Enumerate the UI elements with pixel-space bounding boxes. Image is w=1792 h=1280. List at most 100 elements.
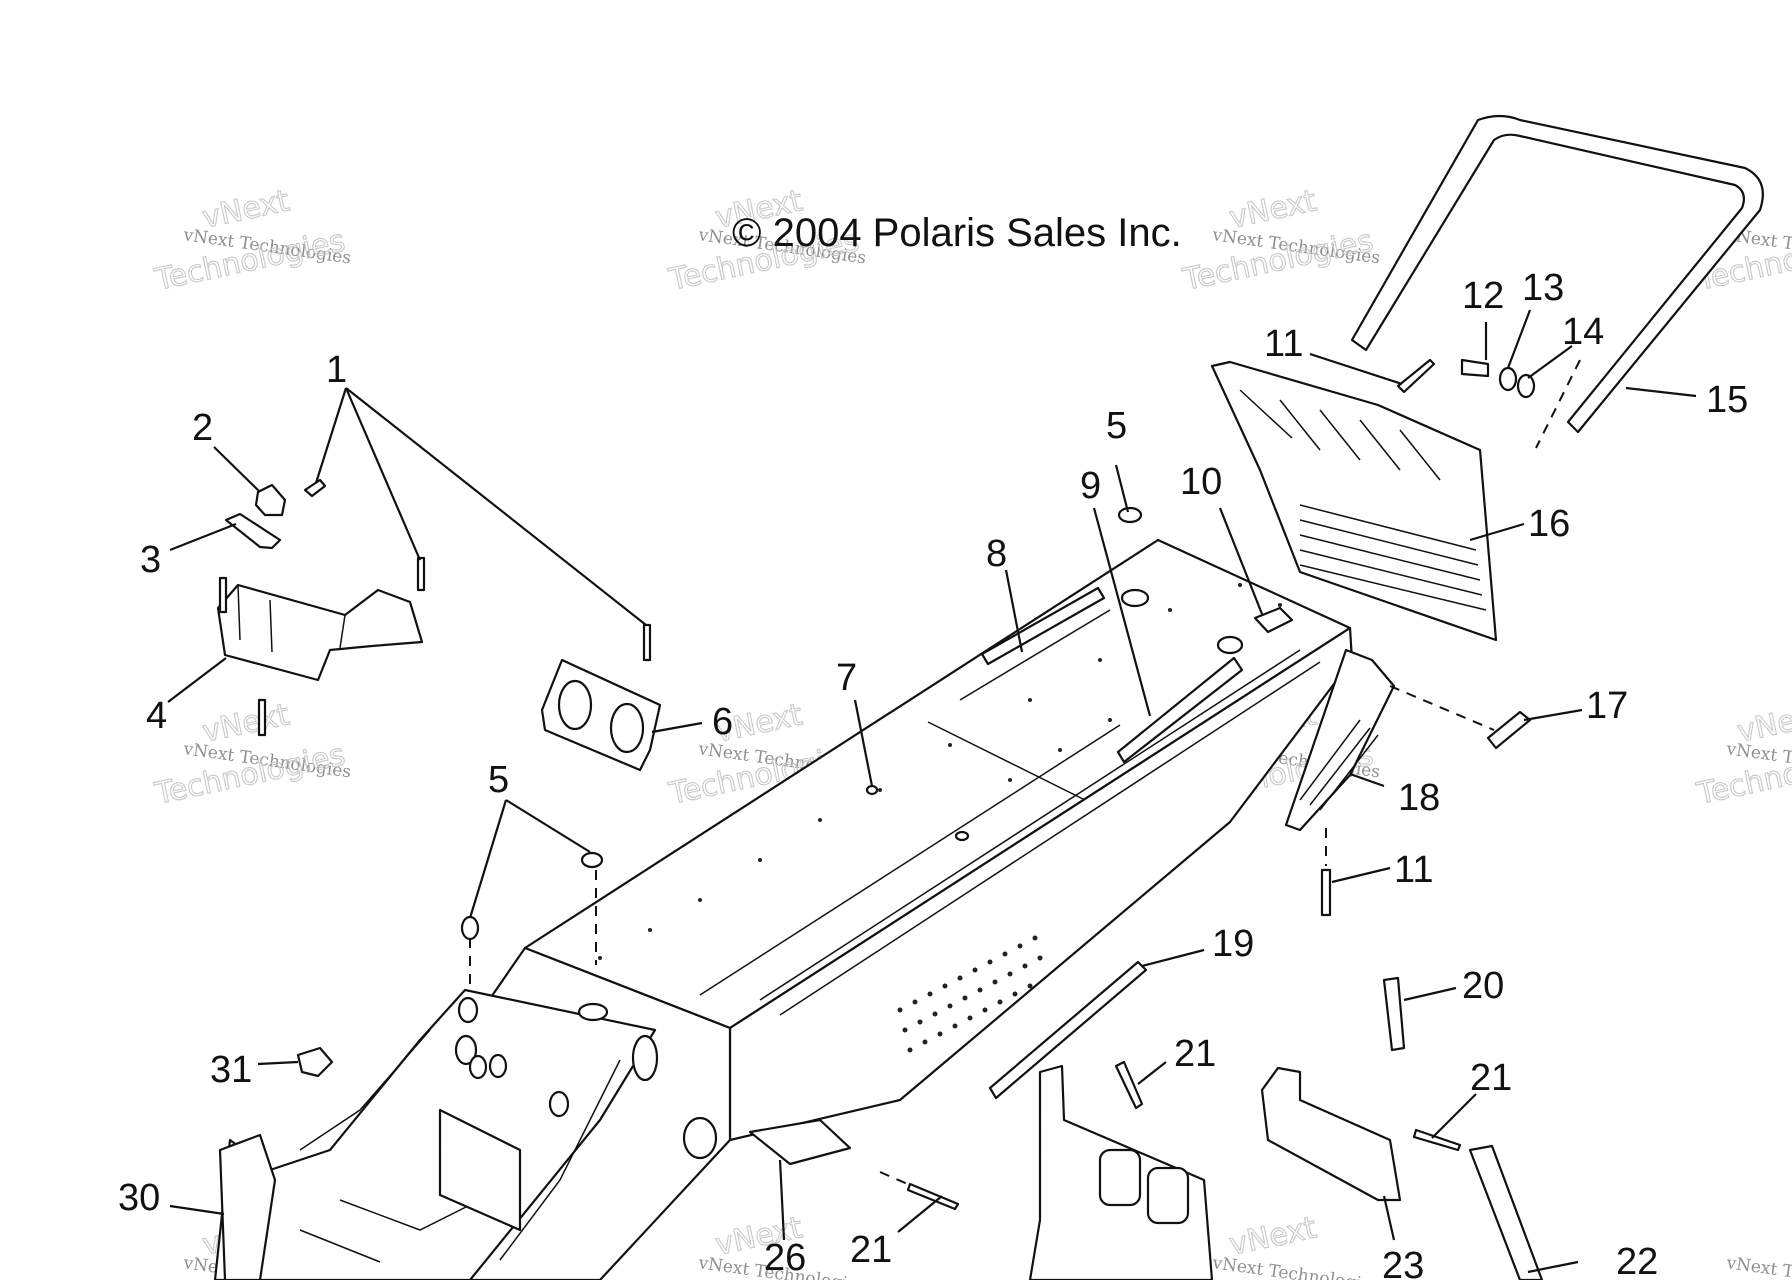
callout-12: 12 [1462, 275, 1504, 317]
part-8-strip [980, 586, 1106, 666]
callout-7: 7 [836, 657, 857, 699]
leader-line-23 [1382, 1195, 1396, 1241]
callout-5: 5 [488, 759, 509, 801]
front-box [438, 1108, 522, 1232]
callout-17: 17 [1586, 685, 1628, 727]
watermark: vNext vNext Technologies Technologies [151, 183, 352, 299]
part-4-mount-bracket [216, 583, 424, 682]
part-17-reflector [1486, 710, 1532, 750]
callout-2: 2 [192, 407, 213, 449]
bulkhead-hole [454, 1034, 478, 1066]
leader-line-14 [1527, 345, 1573, 379]
part-16-rear-flap [1210, 360, 1498, 642]
callout-11: 11 [1264, 323, 1303, 365]
part-4-bolt [218, 576, 228, 614]
part-16-rear-flap-grille [1239, 389, 1487, 611]
watermark-text: vNext [199, 183, 292, 236]
part-10-knob [1253, 606, 1294, 634]
part-1-screw [416, 556, 426, 592]
part-2-clip [254, 483, 287, 517]
lower-plate-cutout [1146, 1166, 1190, 1225]
callout-3: 3 [140, 539, 161, 581]
deck-hole [954, 830, 970, 842]
watermark-text: vNext Technologies [1724, 1253, 1792, 1280]
bulkhead-hole [488, 1053, 508, 1079]
bulkhead-hole [631, 1034, 659, 1082]
callout-6: 6 [712, 701, 733, 743]
callout-15: 15 [1706, 379, 1748, 421]
watermark: vNext vNext Technologies Technologies [1179, 183, 1381, 299]
part-23-bracket [1260, 1066, 1402, 1202]
part-12-bolt [1460, 358, 1490, 378]
callout-14: 14 [1562, 311, 1604, 353]
callout-5: 5 [1106, 405, 1127, 447]
callout-23: 23 [1382, 1245, 1424, 1280]
bulkhead-hole [468, 1054, 488, 1080]
callout-11: 11 [1394, 849, 1433, 891]
part-21-rivet [1114, 1060, 1144, 1110]
part-31-clamp [296, 1046, 334, 1078]
part-26-bracket [748, 1118, 852, 1166]
part-6-grommet [557, 679, 593, 731]
leader-line-21 [1137, 1061, 1167, 1085]
leader-line-31 [257, 1060, 299, 1066]
watermark: vNext vNext Technologies Technologies [151, 697, 352, 813]
part-19-wear-strip [988, 960, 1148, 1100]
part-4-bolt [257, 698, 267, 737]
deck-hole [577, 1002, 609, 1022]
callout-21: 21 [1174, 1033, 1216, 1075]
leader-line-4 [167, 657, 227, 703]
leader-line-2 [213, 446, 261, 493]
callout-9: 9 [1080, 465, 1101, 507]
leader-line-5 [468, 799, 508, 919]
watermark: vNext Technologies [1724, 1253, 1792, 1280]
watermark-text: vNext Technologies [1210, 1253, 1381, 1280]
deck-seam [699, 609, 1121, 996]
part-3-bracket [224, 512, 282, 550]
leader-line-17 [1523, 708, 1583, 722]
callout-21: 21 [850, 1229, 892, 1271]
leader-line-8 [1004, 569, 1024, 653]
leader-line-13 [1506, 309, 1532, 369]
leader-lines [167, 309, 1697, 1274]
part-6-grommet [609, 702, 645, 754]
part-7-plug [865, 784, 879, 796]
leader-line-26 [778, 1159, 786, 1241]
part-18-side-panel-detail [1299, 719, 1379, 811]
part-11-bolt [1320, 868, 1332, 917]
deck-hole [1216, 635, 1244, 655]
chassis-tunnel [213, 538, 1354, 1280]
watermark: vNext vNext Technologies Technologies [665, 183, 867, 299]
callout-31: 31 [210, 1049, 252, 1091]
leader-line-5 [1114, 464, 1130, 513]
part-22-rail [1468, 1144, 1544, 1280]
part-20-strap [1382, 976, 1406, 1052]
leader-line-1 [345, 387, 647, 626]
assembly-dash-line [879, 1171, 913, 1187]
callouts: 1 2 3 4 5 5 6 7 8 9 10 11 12 13 14 15 16… [118, 267, 1748, 1280]
callout-16: 16 [1528, 503, 1570, 545]
callout-18: 18 [1398, 777, 1440, 819]
front-frame-inner [299, 1029, 621, 1263]
bulkhead-hole [457, 996, 479, 1024]
part-9-strip [1116, 656, 1244, 764]
part-1-screw [642, 623, 652, 662]
leader-line-15 [1625, 386, 1697, 398]
front-bumper-frame [218, 1133, 277, 1280]
callout-26: 26 [764, 1237, 806, 1279]
leader-line-20 [1403, 986, 1457, 1002]
deck-hole [1120, 588, 1150, 608]
leader-line-16 [1469, 522, 1525, 542]
callout-4: 4 [146, 695, 167, 737]
lower-plate-cutout [1098, 1148, 1142, 1207]
watermark-text: vNext [199, 697, 292, 750]
part-14-washer [1516, 373, 1536, 399]
assembly-dash-line [1535, 359, 1581, 449]
callout-22: 22 [1616, 1241, 1658, 1280]
part-5-plug [1117, 506, 1143, 524]
part-21-rivet [1412, 1128, 1462, 1152]
vent-hole-pattern [897, 935, 1043, 1053]
callout-30: 30 [118, 1177, 160, 1219]
part-18-side-panel [1284, 648, 1396, 832]
